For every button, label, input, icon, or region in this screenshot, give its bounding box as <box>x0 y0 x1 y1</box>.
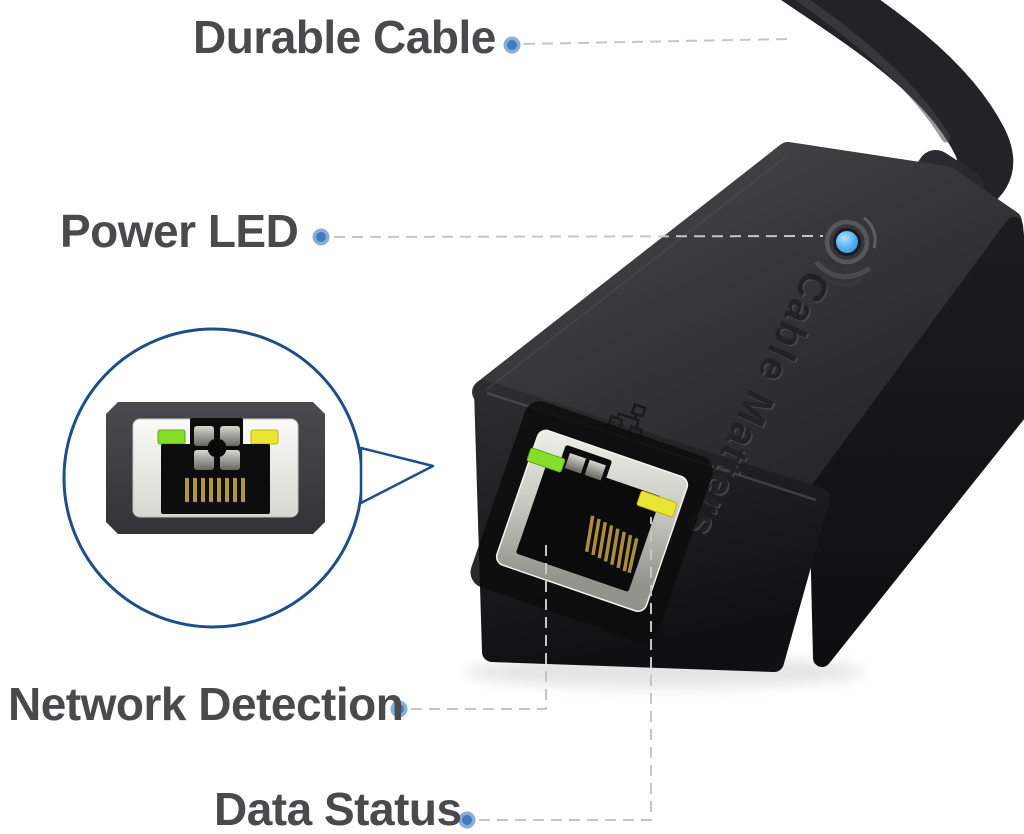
network-detection-dot <box>390 700 408 718</box>
ethernet-icon <box>607 402 647 441</box>
inset-network-led <box>157 429 186 445</box>
inset-port-clip <box>194 426 240 470</box>
power-led-label: Power LED <box>60 205 299 257</box>
power-led-dot <box>312 228 330 246</box>
port-gold-pins <box>584 515 639 574</box>
data-status-line <box>479 517 652 821</box>
callout-dots <box>312 36 521 829</box>
power-led-line <box>333 235 824 238</box>
port-magnifier-inset <box>62 327 435 629</box>
adapter-right-face <box>809 217 1024 667</box>
inset-data-led <box>250 429 279 445</box>
data-led <box>636 490 678 518</box>
durable-cable-label: Durable Cable <box>193 11 496 63</box>
durable-cable-line <box>523 38 789 45</box>
data-status-label: Data Status <box>214 783 462 834</box>
logo-mark <box>814 216 877 287</box>
durable-cable-dot <box>503 36 521 54</box>
network-led <box>526 447 566 473</box>
data-status-dot <box>458 811 476 829</box>
inset-gold-pins <box>185 478 245 502</box>
network-detection-label: Network Detection <box>8 678 404 730</box>
callout-lines <box>333 38 824 821</box>
inset-pointer-wedge <box>359 446 435 505</box>
network-detection-line <box>411 545 547 710</box>
power-led <box>833 228 861 256</box>
